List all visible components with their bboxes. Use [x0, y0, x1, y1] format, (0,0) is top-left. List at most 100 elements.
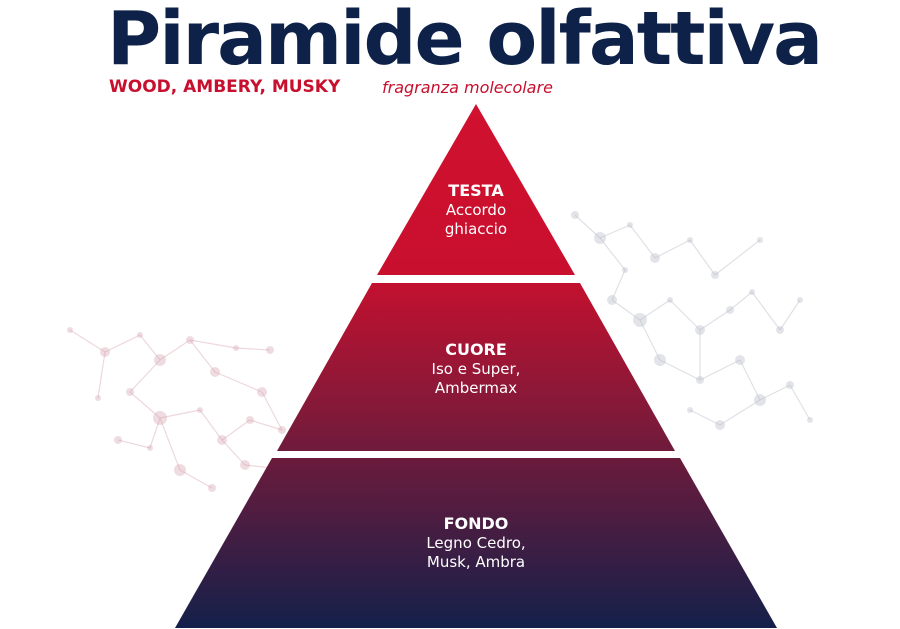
molecule-bond	[719, 399, 761, 426]
molecule-bond	[699, 309, 731, 331]
molecule-atom	[114, 436, 122, 444]
molecule-bond	[789, 384, 811, 421]
molecule-bond	[654, 239, 691, 259]
molecule-atom	[594, 232, 606, 244]
molecule-atom	[266, 346, 274, 354]
molecule-bond	[189, 339, 216, 373]
molecule-atom	[95, 395, 101, 401]
molecule-bond	[574, 214, 601, 239]
tier-top-label: TESTA Accordo ghiaccio	[366, 181, 586, 239]
molecule-bond	[129, 391, 161, 419]
molecule-bond	[199, 409, 223, 441]
molecule-atom	[622, 267, 628, 273]
molecule-bond	[104, 334, 141, 353]
molecule-atom	[754, 394, 766, 406]
molecule-atom	[67, 327, 73, 333]
molecule-bond	[235, 347, 271, 351]
molecule-bond	[149, 417, 161, 449]
tier-middle-notes: Iso e Super, Ambermax	[431, 360, 521, 397]
molecule-atom	[726, 306, 734, 314]
molecule-atom	[174, 464, 186, 476]
molecule-atom	[667, 297, 673, 303]
molecule-atom	[100, 347, 110, 357]
molecule-bond	[659, 359, 701, 381]
molecule-atom	[654, 354, 666, 366]
molecule-atom	[757, 237, 763, 243]
molecule-bond	[221, 439, 246, 466]
molecule-bond	[689, 239, 716, 276]
molecule-atom	[776, 326, 784, 334]
molecule-bond	[689, 409, 721, 426]
molecule-atom	[696, 376, 704, 384]
molecule-bond	[639, 319, 661, 361]
pyramid-tier-middle	[277, 283, 675, 451]
molecule-bond	[129, 359, 161, 393]
molecule-bond	[97, 351, 106, 399]
pyramid-tier-bottom	[175, 458, 777, 628]
molecule-bond	[179, 469, 213, 489]
pyramid-tier-top	[377, 104, 575, 275]
molecule-bond	[669, 299, 701, 331]
molecule-atom	[633, 313, 647, 327]
molecule-bond	[599, 224, 631, 239]
molecule-bond	[759, 384, 791, 401]
molecule-atom	[233, 345, 239, 351]
molecule-atom	[126, 388, 134, 396]
tier-bottom-label: FONDO Legno Cedro, Musk, Ambra	[366, 514, 586, 572]
molecule-bond	[611, 299, 641, 321]
molecule-bond	[159, 417, 181, 471]
molecule-atom	[246, 416, 254, 424]
tier-bottom-name: FONDO	[443, 514, 509, 533]
molecule-atom	[257, 387, 267, 397]
molecule-bond	[611, 269, 626, 301]
tier-top-name: TESTA	[448, 181, 504, 200]
molecule-atom	[147, 445, 153, 451]
molecule-atom	[687, 407, 693, 413]
fragrance-families: WOOD, AMBERY, MUSKY	[109, 77, 341, 97]
molecule-bond	[189, 339, 237, 349]
molecule-atom	[711, 271, 719, 279]
molecule-atom	[627, 222, 633, 228]
molecule-atom	[208, 484, 216, 492]
molecule-bond	[751, 291, 781, 331]
molecule-atom	[186, 336, 194, 344]
molecule-bond	[739, 359, 761, 401]
molecule-atom	[687, 237, 693, 243]
molecule-atom	[607, 295, 617, 305]
tier-bottom-notes: Legno Cedro, Musk, Ambra	[426, 534, 526, 571]
molecule-bond	[729, 291, 753, 311]
molecule-atom	[217, 435, 227, 445]
molecule-bond	[249, 419, 283, 431]
molecule-atom	[278, 426, 286, 434]
molecule-bond	[599, 237, 626, 271]
molecule-atom	[797, 297, 803, 303]
molecule-bond	[714, 239, 761, 276]
molecule-bond	[221, 419, 251, 441]
tier-top-notes: Accordo ghiaccio	[444, 201, 508, 238]
molecule-bond	[629, 224, 656, 259]
molecule-atom	[153, 411, 167, 425]
molecule-atom	[571, 211, 579, 219]
molecule-bond	[139, 334, 161, 361]
molecule-bond	[261, 391, 283, 431]
molecule-bond	[159, 339, 191, 361]
page-title: Piramide olfattiva	[107, 0, 823, 82]
molecule-atom	[807, 417, 813, 423]
molecule-atom	[695, 325, 705, 335]
molecule-right-cluster	[571, 211, 813, 430]
tier-middle-name: CUORE	[445, 340, 507, 359]
molecule-bond	[117, 439, 151, 449]
molecule-atom	[240, 460, 250, 470]
molecule-bond	[159, 409, 201, 419]
molecule-bond	[699, 359, 741, 381]
molecule-atom	[197, 407, 203, 413]
molecule-left-cluster	[67, 327, 293, 492]
molecule-bond	[214, 371, 263, 393]
molecule-atom	[735, 355, 745, 365]
molecule-bond	[69, 329, 106, 353]
molecule-atom	[749, 289, 755, 295]
molecule-atom	[137, 332, 143, 338]
molecule-bond	[639, 299, 671, 321]
